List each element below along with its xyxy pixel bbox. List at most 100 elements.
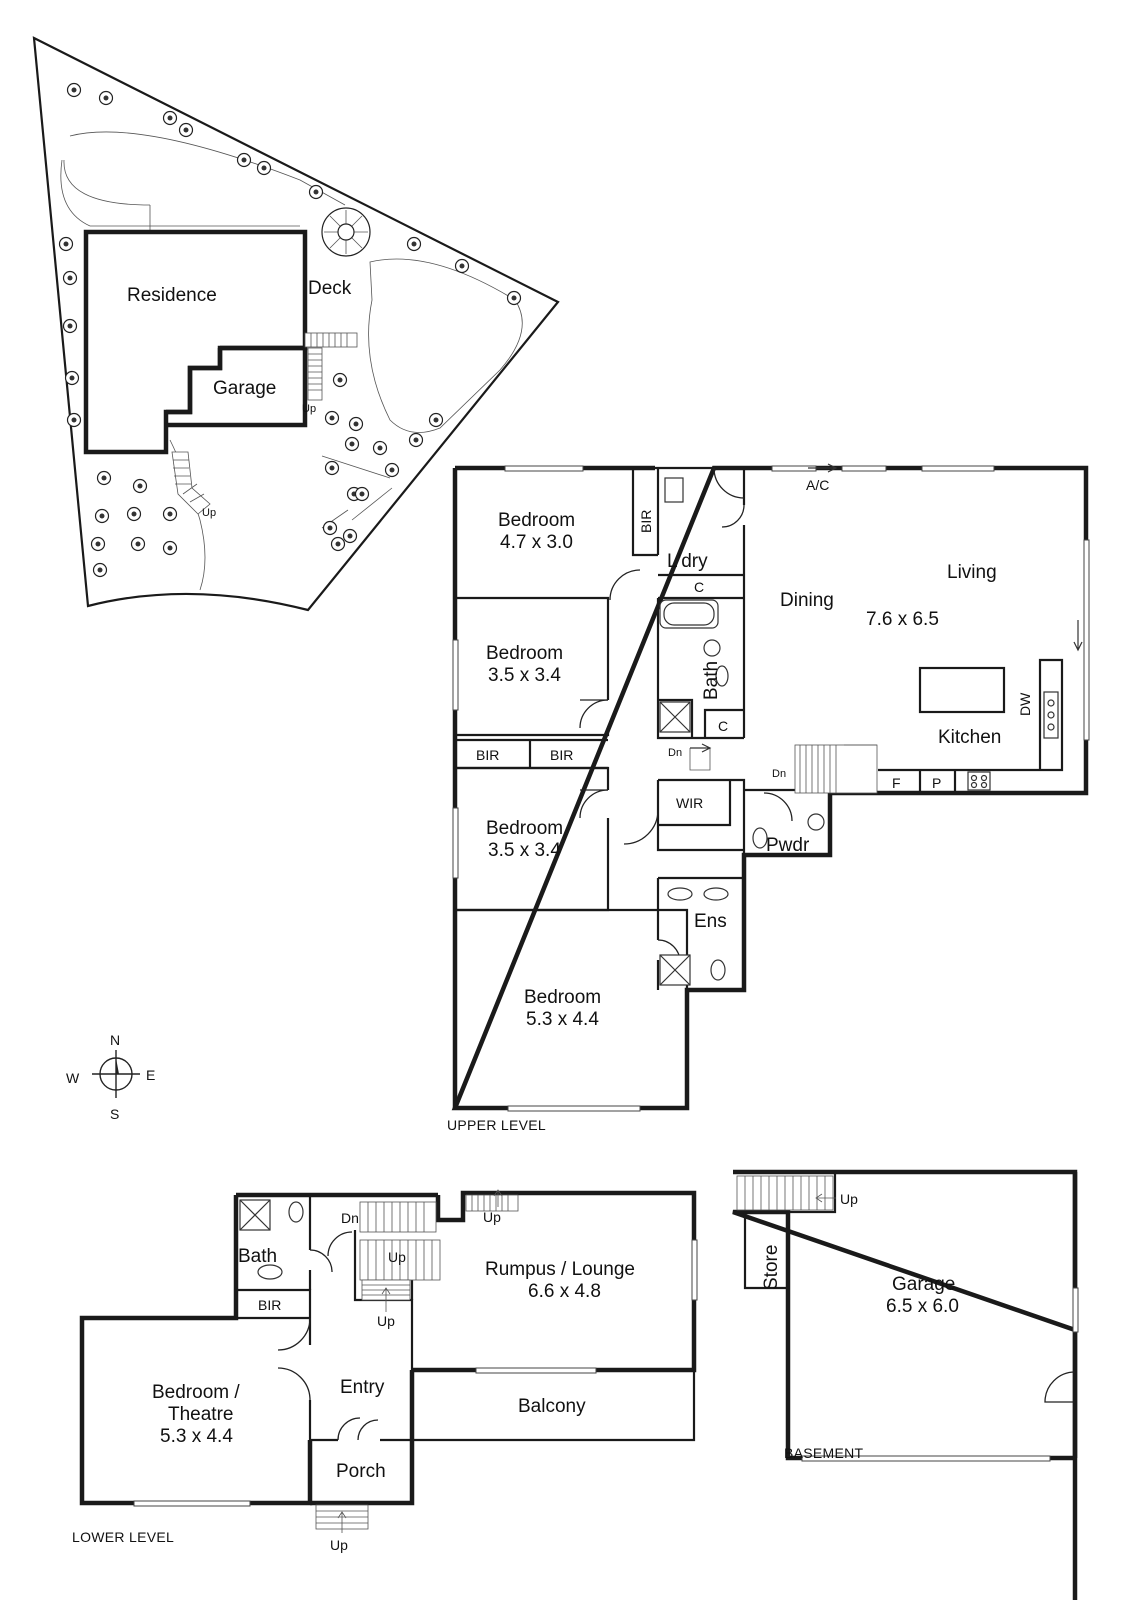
shrub-center — [67, 323, 73, 329]
shrub-center — [261, 165, 267, 171]
shrub-center — [95, 541, 101, 547]
site-up-label: Up — [302, 403, 316, 415]
bedroom-1-size: 4.7 x 3.0 — [500, 532, 573, 553]
ensuite-label: Ens — [694, 911, 727, 932]
bedroom-2-label: Bedroom — [486, 643, 563, 664]
site-deck-label: Deck — [308, 278, 352, 299]
lower-up-label: Up — [483, 1209, 501, 1225]
shrub-center — [353, 421, 359, 427]
store-label: Store — [761, 1245, 782, 1290]
shrub-center — [389, 467, 395, 473]
theatre-size: 5.3 x 4.4 — [160, 1426, 233, 1447]
upper-doors — [579, 467, 793, 963]
bir-vertical-label: BIR — [638, 510, 654, 533]
shrub-center — [167, 545, 173, 551]
upper-stairs — [689, 744, 878, 794]
basement-stairs — [736, 1175, 836, 1211]
lower-down-label: Dn — [341, 1210, 359, 1226]
shrub-center — [335, 541, 341, 547]
site-garage-label: Garage — [213, 378, 276, 399]
shrub-center — [329, 415, 335, 421]
shrub-center — [137, 483, 143, 489]
compass-s: S — [110, 1106, 119, 1122]
dining-label: Dining — [780, 590, 834, 611]
shrub-center — [97, 567, 103, 573]
garden-path — [60, 131, 346, 230]
shrub-center — [359, 491, 365, 497]
powder-label: Pwdr — [766, 835, 810, 856]
compass: N E S W — [66, 1032, 155, 1122]
bir-b-label: BIR — [550, 747, 573, 763]
compass-n: N — [110, 1032, 120, 1048]
shrub-center — [183, 127, 189, 133]
feature-tree — [321, 207, 371, 257]
theatre-label-1: Bedroom / — [152, 1382, 240, 1403]
rumpus-size: 6.6 x 4.8 — [528, 1281, 601, 1302]
upper-interior-walls — [455, 468, 1064, 990]
bedroom-4-label: Bedroom — [524, 987, 601, 1008]
basement-up-label: Up — [840, 1191, 858, 1207]
upper-windows — [452, 465, 1090, 1112]
shrub-center — [67, 275, 73, 281]
down-label: Dn — [772, 768, 786, 780]
shrub-center — [329, 465, 335, 471]
site-shrubs — [58, 82, 522, 578]
site-up-label: Up — [202, 507, 216, 519]
lower-windows — [133, 1239, 698, 1507]
basement-garage-label: Garage — [892, 1274, 955, 1295]
laundry-label: L'dry — [667, 551, 708, 572]
cupboard-2-label: C — [718, 718, 728, 734]
rumpus-label: Rumpus / Lounge — [485, 1259, 635, 1280]
ac-label: A/C — [806, 477, 829, 493]
shrub-center — [313, 189, 319, 195]
basement-level: Garage 6.5 x 6.0 Store Up BASEMENT — [732, 1169, 1079, 1600]
deck-stairs — [304, 332, 358, 401]
site-garage-outline — [166, 345, 308, 428]
shrub-center — [411, 241, 417, 247]
bedroom-1-label: Bedroom — [498, 510, 575, 531]
lower-up-label: Up — [388, 1249, 406, 1265]
shrub-center — [241, 157, 247, 163]
shrub-center — [63, 241, 69, 247]
basement-level-label: BASEMENT — [784, 1445, 864, 1461]
down-label: Dn — [668, 747, 682, 759]
lower-outer-wall — [236, 1190, 697, 1373]
basement-doors — [1044, 1371, 1076, 1403]
basement-interior-walls — [733, 1172, 837, 1290]
kitchen-label: Kitchen — [938, 727, 1001, 748]
lower-up-label: Up — [330, 1537, 348, 1553]
basement-outer-wall — [732, 1169, 1078, 1600]
shrub-center — [167, 115, 173, 121]
shrub-center — [99, 513, 105, 519]
lower-up-label: Up — [377, 1313, 395, 1329]
pantry-label: P — [932, 775, 941, 791]
upper-level: Bedroom 4.7 x 3.0 Bedroom 3.5 x 3.4 Bedr… — [447, 463, 1090, 1133]
compass-w: W — [66, 1070, 80, 1086]
site-residence-label: Residence — [127, 285, 217, 306]
shrub-center — [349, 441, 355, 447]
site-plan: Residence Garage Deck Up Up — [32, 36, 560, 612]
upper-level-label: UPPER LEVEL — [447, 1117, 546, 1133]
lower-bath-label: Bath — [238, 1246, 277, 1267]
shrub-center — [377, 445, 383, 451]
upper-fixtures — [659, 463, 1083, 986]
porch-label: Porch — [336, 1461, 386, 1482]
shrub-center — [433, 417, 439, 423]
lower-doors — [277, 1231, 379, 1441]
basement-windows — [801, 1287, 1079, 1462]
bedroom-2-size: 3.5 x 3.4 — [488, 665, 561, 686]
shrub-center — [71, 87, 77, 93]
shrub-center — [327, 525, 333, 531]
fridge-label: F — [892, 775, 901, 791]
entry-label: Entry — [340, 1377, 385, 1398]
shrub-center — [101, 475, 107, 481]
basement-garage-size: 6.5 x 6.0 — [886, 1296, 959, 1317]
shrub-center — [131, 511, 137, 517]
cupboard-1-label: C — [694, 579, 704, 595]
bedroom-3-size: 3.5 x 3.4 — [488, 840, 561, 861]
side-stairs — [171, 451, 211, 515]
lower-fixtures — [239, 1199, 304, 1280]
site-residence-outline — [83, 229, 308, 455]
living-label: Living — [947, 562, 997, 583]
shrub-center — [103, 95, 109, 101]
